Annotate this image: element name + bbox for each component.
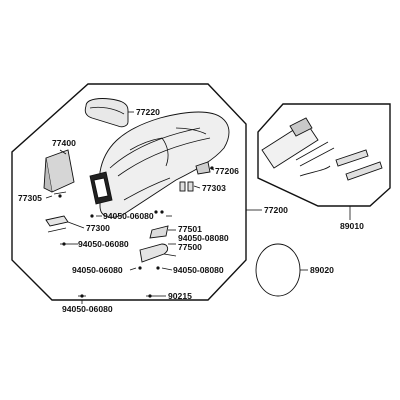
label-90215: 90215 bbox=[168, 291, 192, 301]
bracket-part bbox=[45, 215, 69, 233]
strap-part bbox=[255, 243, 301, 297]
label-77300: 77300 bbox=[86, 223, 110, 233]
label-94050-06080-b: 94050-06080 bbox=[78, 239, 129, 249]
rear-box-part bbox=[43, 149, 75, 193]
latch-part bbox=[139, 225, 169, 263]
label-89010: 89010 bbox=[340, 221, 364, 231]
stay-part bbox=[53, 191, 67, 198]
label-77220: 77220 bbox=[136, 107, 160, 117]
label-94050-06080-c: 94050-06080 bbox=[72, 265, 123, 275]
label-94050-06080-a: 94050-06080 bbox=[103, 211, 154, 221]
backrest-part bbox=[84, 98, 129, 128]
clip-part bbox=[179, 181, 194, 192]
label-77206: 77206 bbox=[215, 166, 239, 176]
bolt-icons bbox=[60, 210, 164, 298]
leader-lines bbox=[45, 111, 351, 304]
assembly-frame bbox=[11, 83, 247, 301]
label-77400: 77400 bbox=[52, 138, 76, 148]
seat-part bbox=[99, 111, 230, 218]
tools-part bbox=[261, 117, 383, 181]
label-77200: 77200 bbox=[264, 205, 288, 215]
label-89020: 89020 bbox=[310, 265, 334, 275]
toolkit-frame bbox=[257, 103, 391, 207]
latch-frame-part bbox=[89, 171, 113, 205]
label-77305: 77305 bbox=[18, 193, 42, 203]
label-77303: 77303 bbox=[202, 183, 226, 193]
label-94050-08080-b: 94050-08080 bbox=[173, 265, 224, 275]
label-94050-06080-d: 94050-06080 bbox=[62, 304, 113, 314]
label-94050-08080-a: 94050-08080 bbox=[178, 233, 229, 243]
label-77500: 77500 bbox=[178, 242, 202, 252]
label-77501: 77501 bbox=[178, 224, 202, 234]
